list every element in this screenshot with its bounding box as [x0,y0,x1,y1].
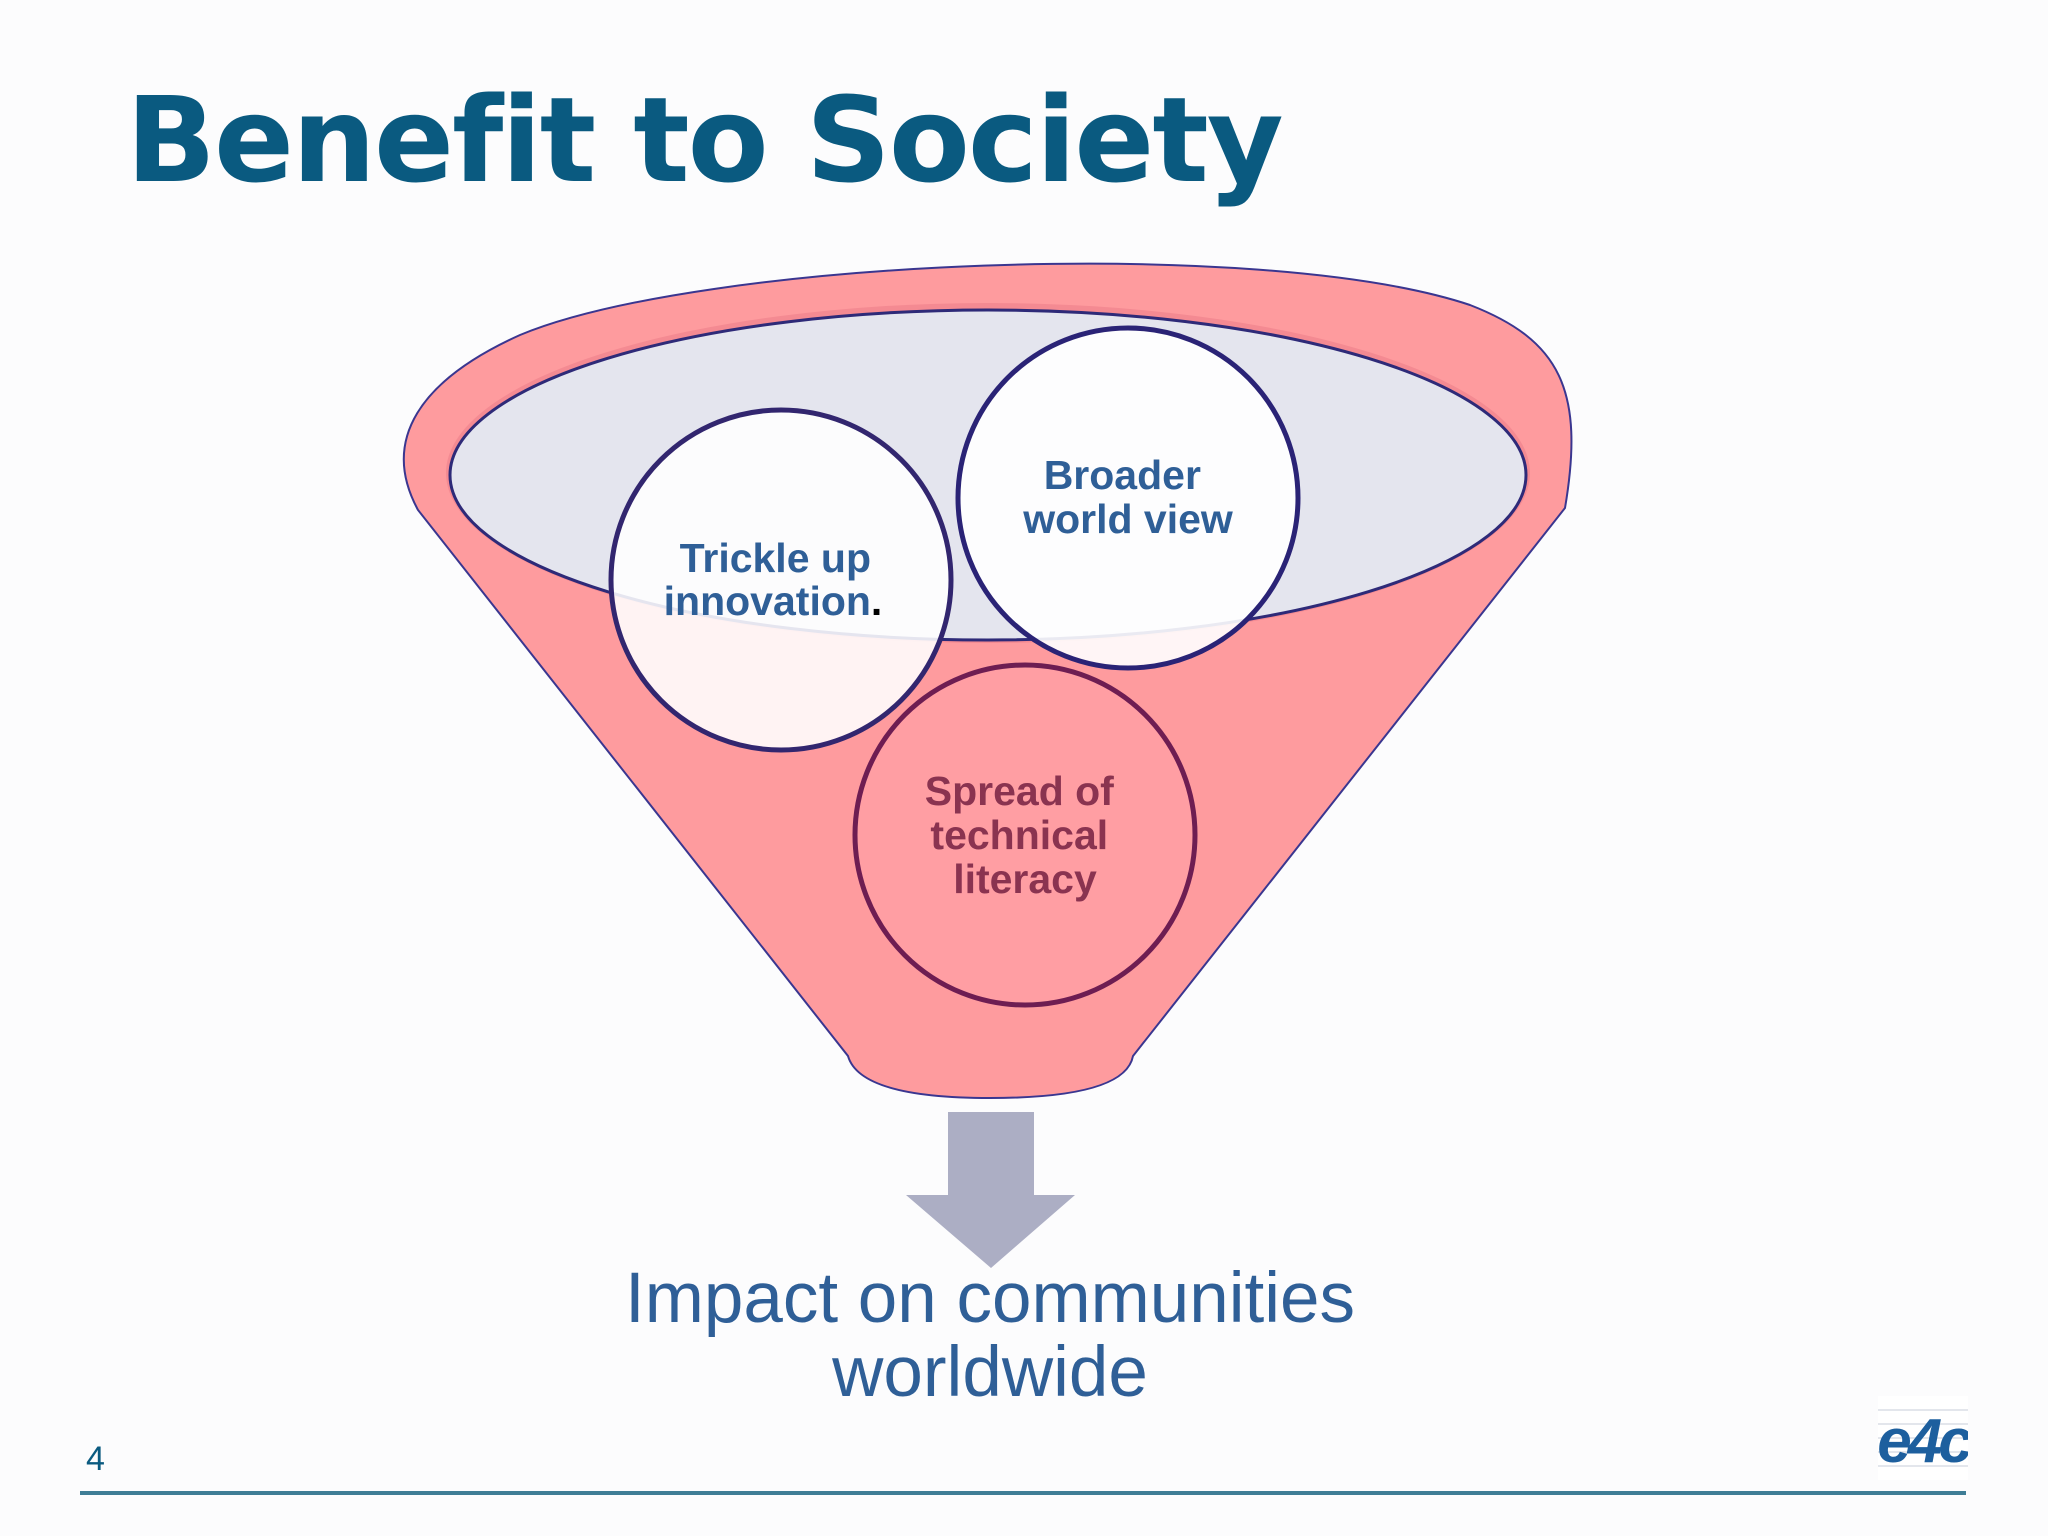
trickle-line-2: innovation [664,578,871,624]
circle-label-trickle: Trickle up innovation. [664,535,883,624]
circle-label-broader: Broader world view [1022,452,1233,542]
down-arrow [906,1112,1075,1268]
impact-line-2: worldwide [832,1333,1148,1412]
footer-rule [80,1491,1966,1495]
trickle-line-1: Trickle up [680,535,871,581]
svg-text:e4c: e4c [1878,1407,1968,1476]
spread-line-3: literacy [953,856,1097,902]
spread-line-2: technical [930,812,1108,858]
broader-line-2: world view [1022,496,1233,542]
spread-line-1: Spread of [925,768,1114,814]
broader-line-1: Broader [1044,452,1201,498]
slide-title: Benefit to Society [126,71,1284,209]
trickle-period: . [871,578,882,624]
page-number: 4 [86,1440,105,1478]
e4c-logo: e4c [1878,1396,1968,1480]
circle-trickle-up [608,407,954,753]
circle-broader-view [955,325,1301,671]
impact-line-1: Impact on communities [624,1259,1355,1338]
circle-label-spread: Spread of technical literacy [925,768,1126,902]
impact-text: Impact on communities worldwide [540,1262,1440,1410]
circle-spread-literacy [852,662,1198,1008]
